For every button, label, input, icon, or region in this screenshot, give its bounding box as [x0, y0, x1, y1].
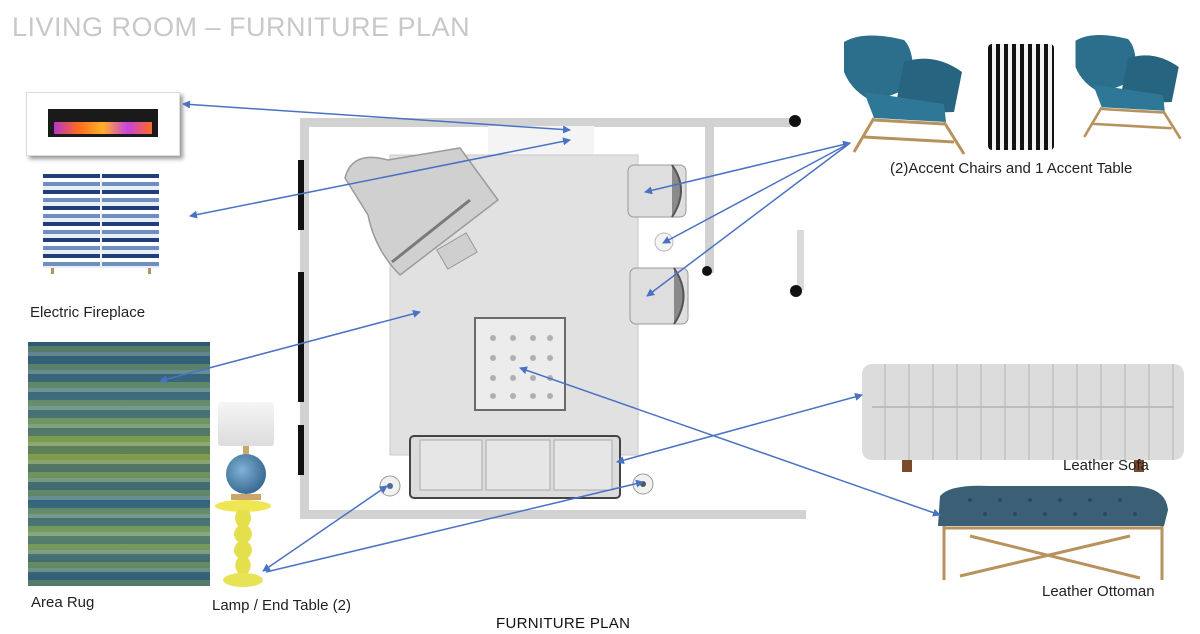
end-table-image [215, 500, 271, 587]
fireplace-label: Electric Fireplace [30, 304, 146, 321]
cabinet-image [43, 174, 159, 274]
page-title: LIVING ROOM – FURNITURE PLAN [12, 12, 471, 42]
lamp-label: Lamp / End Table (2) [212, 597, 351, 614]
leather-ottoman-label: Leather Ottoman [1042, 583, 1155, 600]
leather-ottoman-image [938, 485, 1168, 580]
fireplace-image [26, 92, 180, 156]
accent-table-image [988, 44, 1054, 150]
plan-caption: FURNITURE PLAN [496, 615, 631, 632]
accent-chairs-label: (2)Accent Chairs and 1 Accent Table [890, 160, 1133, 177]
area-rug-label: Area Rug [31, 594, 95, 611]
accent-chair-right-image [1075, 35, 1182, 140]
accent-chair-left-image [844, 35, 966, 155]
leather-sofa-label: Leather Sofa [1063, 457, 1149, 474]
lamp-image [216, 402, 276, 502]
